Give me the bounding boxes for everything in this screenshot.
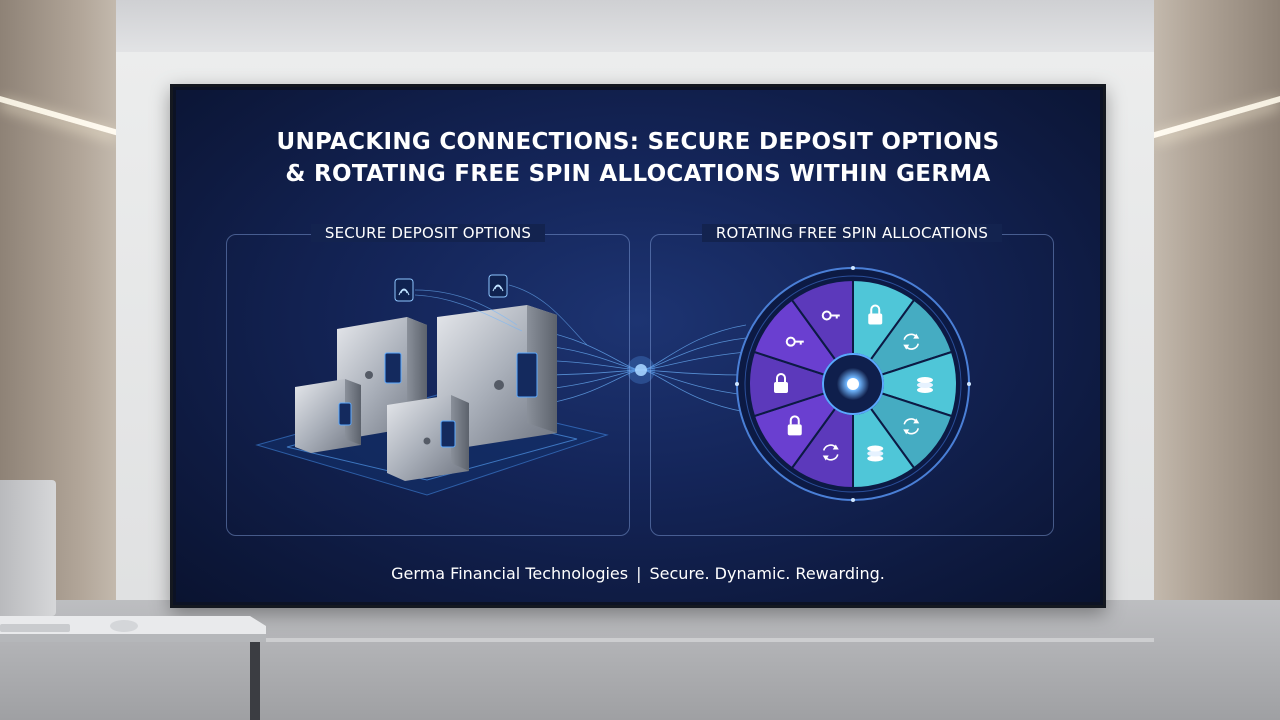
display-screen: UNPACKING CONNECTIONS: SECURE DEPOSIT OP… (170, 84, 1106, 608)
free-spin-heading: ROTATING FREE SPIN ALLOCATIONS (701, 224, 1003, 242)
lock-icon (787, 415, 802, 436)
key-icon (785, 336, 804, 347)
fingerprint-icon (394, 278, 414, 302)
title-line-1: UNPACKING CONNECTIONS: SECURE DEPOSIT OP… (276, 129, 1000, 155)
secure-deposit-panel: SECURE DEPOSIT OPTIONS (226, 224, 630, 536)
connection-streams (536, 324, 746, 413)
presentation-slide: UNPACKING CONNECTIONS: SECURE DEPOSIT OP… (176, 90, 1100, 602)
ceiling (0, 0, 1280, 52)
rotate-arrows-icon (903, 333, 920, 350)
title-line-2: & ROTATING FREE SPIN ALLOCATIONS WITHIN … (285, 161, 991, 187)
rotate-arrows-icon (822, 444, 839, 461)
free-spin-panel: ROTATING FREE SPIN ALLOCATIONS (650, 224, 1054, 536)
desk-monitor (0, 480, 56, 616)
slide-title: UNPACKING CONNECTIONS: SECURE DEPOSIT OP… (176, 126, 1100, 190)
wheel-icons (774, 304, 933, 462)
slide-footer: Germa Financial Technologies | Secure. Dyn… (176, 564, 1100, 583)
safe-small-left (295, 379, 361, 453)
key-icon (821, 310, 840, 321)
footer-separator: | (636, 564, 642, 583)
floor-reflection (116, 638, 1154, 642)
company-name: Germa Financial Technologies (391, 564, 629, 583)
fingerprint-icon (488, 274, 508, 298)
rotate-arrows-icon (903, 418, 920, 435)
desk (0, 616, 266, 720)
lock-icon (868, 304, 883, 325)
lock-icon (774, 373, 788, 393)
right-wall (1154, 0, 1280, 600)
keyboard (0, 624, 70, 632)
spin-wheel-illustration (735, 266, 971, 502)
coin-stack-icon (917, 377, 933, 393)
coin-stack-icon (867, 445, 884, 462)
tagline: Secure. Dynamic. Rewarding. (649, 564, 885, 583)
mouse (110, 620, 138, 632)
safes-illustration (255, 274, 609, 496)
safe-small-center (387, 395, 469, 481)
secure-deposit-heading: SECURE DEPOSIT OPTIONS (310, 224, 546, 242)
